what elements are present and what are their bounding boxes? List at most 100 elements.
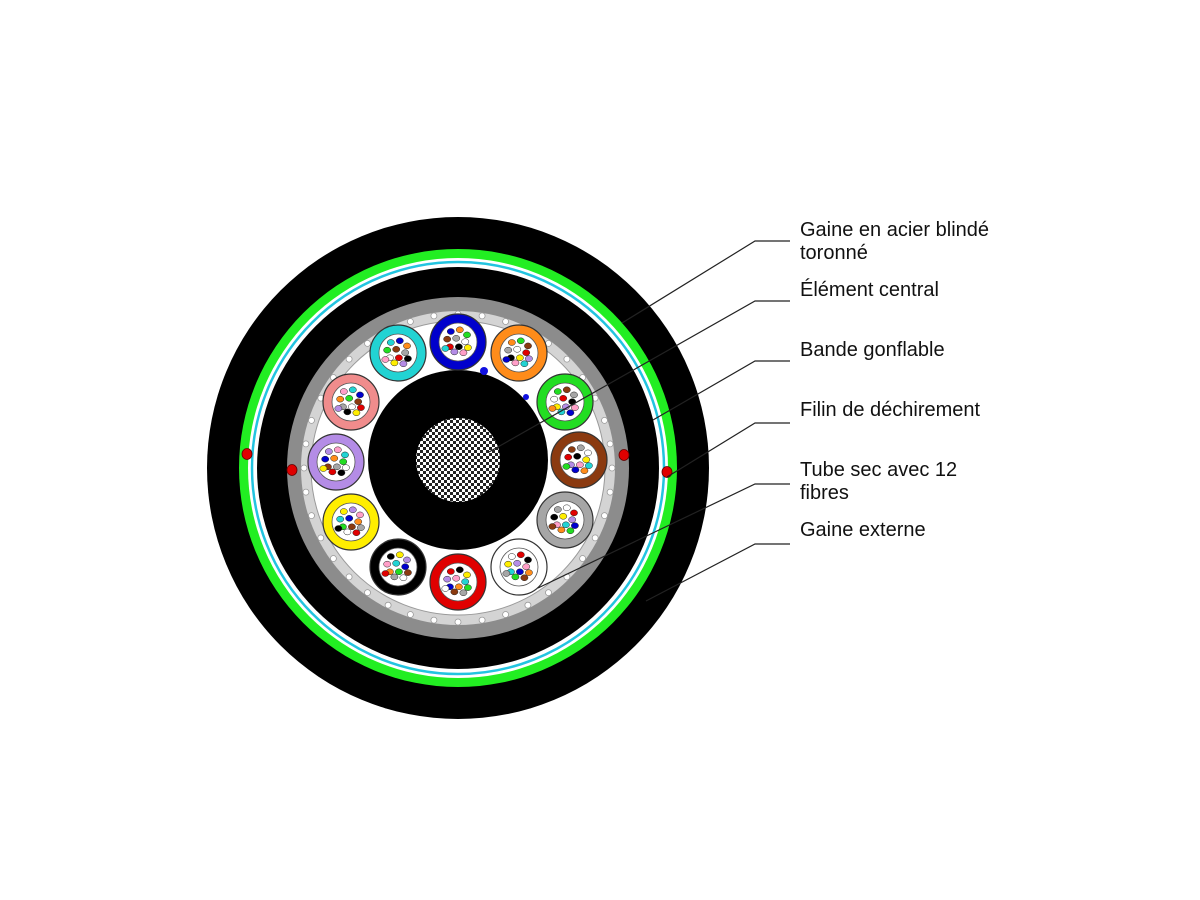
fiber-tube: [429, 313, 487, 371]
fiber: [330, 455, 339, 462]
fiber: [357, 524, 365, 531]
fiber: [524, 342, 532, 350]
fiber: [573, 453, 582, 460]
fiber: [392, 560, 401, 567]
fiber-tube: [322, 373, 380, 431]
fiber: [333, 446, 342, 454]
fiber: [571, 522, 579, 529]
tape-bump: [579, 555, 586, 562]
fiber: [395, 354, 403, 362]
tape-bump: [502, 611, 510, 618]
fiber: [504, 560, 513, 568]
tape-bump: [545, 589, 552, 596]
fiber: [443, 575, 452, 583]
fiber: [452, 335, 461, 342]
fiber: [553, 506, 562, 513]
fiber: [336, 515, 345, 523]
fiber: [401, 563, 410, 570]
fiber: [553, 388, 562, 395]
tape-bump: [345, 355, 353, 363]
tape-bump: [364, 589, 371, 596]
fiber: [441, 585, 450, 592]
fiber: [455, 583, 463, 591]
fiber: [395, 551, 404, 559]
ripcord-mark: [286, 464, 298, 476]
fiber: [522, 349, 531, 356]
fiber: [348, 386, 357, 394]
tape-bump: [406, 611, 414, 618]
fiber: [383, 346, 392, 354]
tape-bump: [384, 601, 392, 609]
fiber: [399, 574, 408, 581]
fiber: [566, 527, 575, 534]
loose-tubes: [307, 313, 608, 611]
fiber: [342, 464, 350, 471]
fiber: [348, 403, 356, 411]
label-central-element: Élément central: [800, 278, 939, 301]
fiber: [576, 444, 585, 452]
leader-line-dry-tube: [537, 483, 790, 589]
fiber: [461, 578, 470, 585]
fiber: [390, 573, 399, 581]
fiber-tube: [536, 373, 594, 431]
fiber: [520, 574, 529, 581]
fiber: [339, 388, 348, 395]
fiber-tube: [322, 493, 380, 551]
fiber: [357, 404, 365, 411]
leader-line-ripcord: [666, 422, 790, 478]
fiber: [381, 356, 390, 363]
tape-bump: [364, 339, 371, 347]
fiber: [356, 391, 364, 399]
fiber: [337, 469, 346, 476]
tape-bump: [502, 318, 510, 325]
tape-bump: [608, 464, 616, 472]
fiber-tube: [490, 538, 548, 596]
fiber: [328, 468, 337, 476]
fiber: [403, 556, 411, 564]
fiber: [321, 455, 330, 463]
fiber: [446, 568, 455, 575]
fiber: [522, 563, 531, 570]
fiber: [459, 589, 468, 596]
tape-bump: [302, 488, 310, 496]
fiber: [352, 529, 361, 536]
fiber: [341, 451, 349, 459]
fiber: [401, 349, 410, 356]
fiber: [450, 588, 459, 596]
fiber: [461, 338, 470, 345]
fiber-tube: [307, 433, 365, 491]
tape-bump: [606, 440, 614, 448]
fiber-tube: [550, 431, 608, 489]
fiber: [399, 360, 408, 367]
fiber: [392, 346, 401, 353]
fiber: [324, 448, 333, 455]
fiber: [404, 569, 412, 576]
fiber: [525, 355, 533, 362]
fiber: [516, 354, 524, 362]
tape-bumps: [300, 310, 616, 626]
fiber: [502, 356, 511, 363]
fiber: [513, 346, 522, 353]
fiber: [403, 342, 411, 350]
leader-line-central-element: [488, 300, 790, 453]
fiber: [386, 553, 395, 560]
fiber: [585, 462, 593, 469]
fiber: [570, 509, 578, 517]
leader-line-swellable-tape: [652, 360, 790, 421]
fiber: [548, 523, 557, 530]
fiber: [571, 466, 580, 474]
fiber: [459, 349, 468, 356]
fiber: [550, 513, 559, 521]
fiber: [390, 359, 399, 367]
fiber: [571, 404, 579, 411]
fiber: [504, 346, 513, 354]
fiber: [345, 395, 354, 402]
fiber: [345, 515, 354, 522]
leader-line-armored-sheath: [621, 240, 790, 324]
fiber: [381, 570, 390, 577]
tape-bump: [524, 601, 532, 609]
fiber: [502, 570, 511, 577]
fiber-tube: [369, 324, 427, 382]
tape-bump: [601, 512, 608, 519]
